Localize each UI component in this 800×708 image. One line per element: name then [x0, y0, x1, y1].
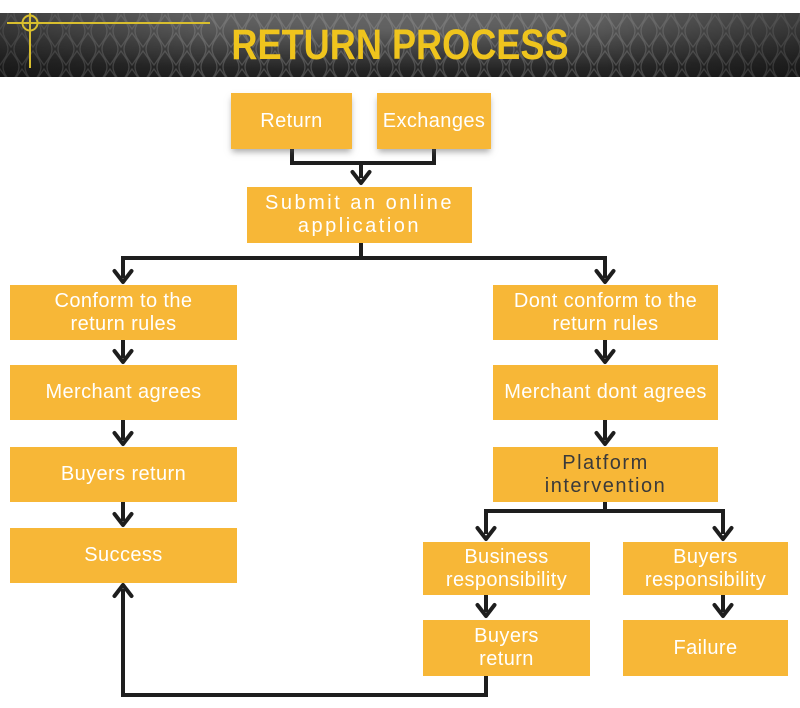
node-dont-conform-to-return-rules: Dont conform to the return rules: [493, 285, 718, 340]
connector-merge-bracket: [290, 149, 436, 165]
arrowhead-into-buyers-return: [112, 431, 134, 446]
header-band: RETURN PROCESS: [0, 13, 800, 77]
node-return: Return: [231, 93, 352, 149]
node-buyers-responsibility: Buyers responsibility: [623, 542, 788, 595]
crosshair-ornament-icon: [7, 13, 210, 68]
arrowhead-up-into-success: [112, 583, 134, 598]
connector-platform-split: [484, 502, 725, 534]
arrowhead-into-buyers-return-2: [475, 603, 497, 618]
arrowhead-into-merchant-dont-agrees: [594, 349, 616, 364]
node-success: Success: [10, 528, 237, 583]
arrowhead-into-platform-intervention: [594, 431, 616, 446]
node-submit-online-application: Submit an online application: [247, 187, 472, 243]
arrowhead-into-merchant-agrees: [112, 349, 134, 364]
arrowhead-into-failure: [712, 603, 734, 618]
node-failure: Failure: [623, 620, 788, 676]
node-conform-to-return-rules: Conform to the return rules: [10, 285, 237, 340]
arrowhead-into-conform: [112, 269, 134, 284]
node-merchant-agrees: Merchant agrees: [10, 365, 237, 420]
arrowhead-into-dont-conform: [594, 269, 616, 284]
arrowhead-into-submit: [350, 170, 372, 185]
node-merchant-dont-agrees: Merchant dont agrees: [493, 365, 718, 420]
connector-branch-bar: [121, 243, 607, 278]
arrowhead-into-buyers-responsibility: [712, 526, 734, 541]
arrowhead-into-success: [112, 512, 134, 527]
node-buyers-return-2: Buyers return: [423, 620, 590, 676]
node-business-responsibility: Business responsibility: [423, 542, 590, 595]
header-pattern: [0, 13, 800, 77]
node-platform-intervention: Platform intervention: [493, 447, 718, 502]
page-title: RETURN PROCESS: [231, 20, 569, 69]
node-exchanges: Exchanges: [377, 93, 491, 149]
node-buyers-return: Buyers return: [10, 447, 237, 502]
arrowhead-into-business-responsibility: [475, 526, 497, 541]
